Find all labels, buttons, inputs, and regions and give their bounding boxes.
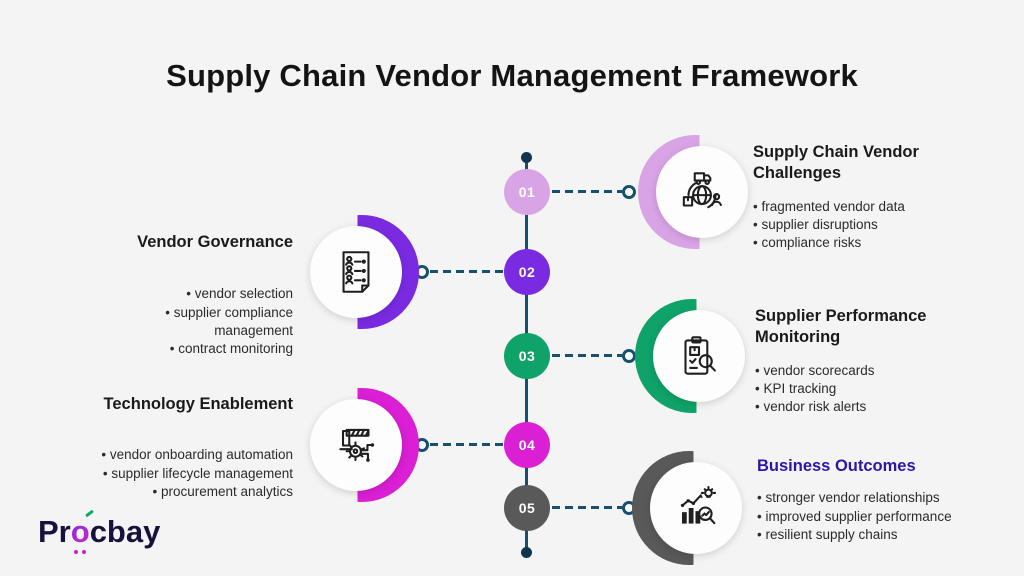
badge-disc-02 (310, 226, 402, 318)
bullet-item: contract monitoring (113, 340, 293, 358)
automation-arm-icon (339, 428, 375, 462)
bullet-item: improved supplier performance (757, 508, 997, 526)
connector-04 (430, 443, 503, 446)
connector-01 (552, 190, 622, 193)
section-vendor-governance: Vendor Governance vendor selection suppl… (113, 232, 293, 358)
logo-text-pre: Pr (38, 514, 71, 549)
bullet-item: supplier lifecycle management (43, 465, 293, 483)
timeline-node-05: 05 (504, 485, 550, 531)
bullet-item: resilient supply chains (757, 526, 997, 544)
timeline-node-03: 03 (504, 333, 550, 379)
page-title: Supply Chain Vendor Management Framework (166, 58, 858, 93)
timeline-end-dot (521, 547, 532, 558)
section-supply-chain-vendor-challenges: Supply Chain Vendor Challenges fragmente… (753, 142, 983, 253)
bullet-item: vendor selection (113, 285, 293, 303)
node-number: 03 (518, 348, 536, 364)
section-title: Vendor Governance (137, 233, 293, 251)
badge-disc-01 (656, 146, 748, 238)
connector-02 (430, 270, 503, 273)
section-title: Supplier Performance Monitoring (755, 307, 927, 347)
section-bullets: stronger vendor relationships improved s… (757, 489, 997, 544)
bullet-item: stronger vendor relationships (757, 489, 997, 507)
connector-ring-01 (622, 185, 636, 199)
node-number: 02 (518, 264, 536, 280)
section-bullets: fragmented vendor data supplier disrupti… (753, 198, 983, 253)
section-bullets: vendor onboarding automation supplier li… (43, 446, 293, 501)
bullet-item: fragmented vendor data (753, 198, 983, 216)
badge-disc-03 (653, 310, 745, 402)
cart-wheel-icon (73, 550, 78, 554)
section-technology-enablement: Technology Enablement vendor onboarding … (43, 394, 293, 501)
connector-03 (552, 354, 622, 357)
growth-analytics-icon (680, 485, 717, 525)
timeline-node-01: 01 (504, 169, 550, 215)
section-business-outcomes: Business Outcomes stronger vendor relati… (757, 456, 997, 544)
global-logistics-icon (682, 172, 722, 209)
section-bullets: vendor selection supplier compliance man… (113, 285, 293, 358)
section-supplier-performance-monitoring: Supplier Performance Monitoring vendor s… (755, 306, 985, 417)
vendor-list-icon (342, 251, 370, 293)
badge-disc-04 (310, 399, 402, 491)
bullet-item: procurement analytics (43, 483, 293, 501)
connector-ring-03 (622, 349, 636, 363)
timeline-node-04: 04 (504, 422, 550, 468)
cart-wheel-icon (81, 550, 86, 554)
bullet-item: compliance risks (753, 234, 983, 252)
node-number: 04 (518, 437, 536, 453)
bullet-item: vendor risk alerts (755, 398, 985, 416)
bullet-item: KPI tracking (755, 380, 985, 398)
logo-cart-icon: o (70, 509, 94, 554)
section-title: Supply Chain Vendor Challenges (753, 143, 919, 183)
section-title: Business Outcomes (757, 457, 916, 475)
bullet-item: supplier compliance management (113, 304, 293, 340)
bullet-item: supplier disruptions (753, 216, 983, 234)
logo-text-post: cbay (89, 514, 161, 549)
node-number: 05 (518, 500, 536, 516)
clipboard-audit-icon (684, 336, 716, 375)
badge-disc-05 (650, 462, 742, 554)
bullet-item: vendor scorecards (755, 362, 985, 380)
node-number: 01 (518, 184, 536, 200)
connector-05 (552, 506, 622, 509)
logo-o: o (70, 514, 90, 549)
section-title: Technology Enablement (103, 395, 293, 413)
bullet-item: vendor onboarding automation (43, 446, 293, 464)
timeline-start-dot (521, 152, 532, 163)
section-bullets: vendor scorecards KPI tracking vendor ri… (755, 362, 985, 417)
timeline-node-02: 02 (504, 249, 550, 295)
